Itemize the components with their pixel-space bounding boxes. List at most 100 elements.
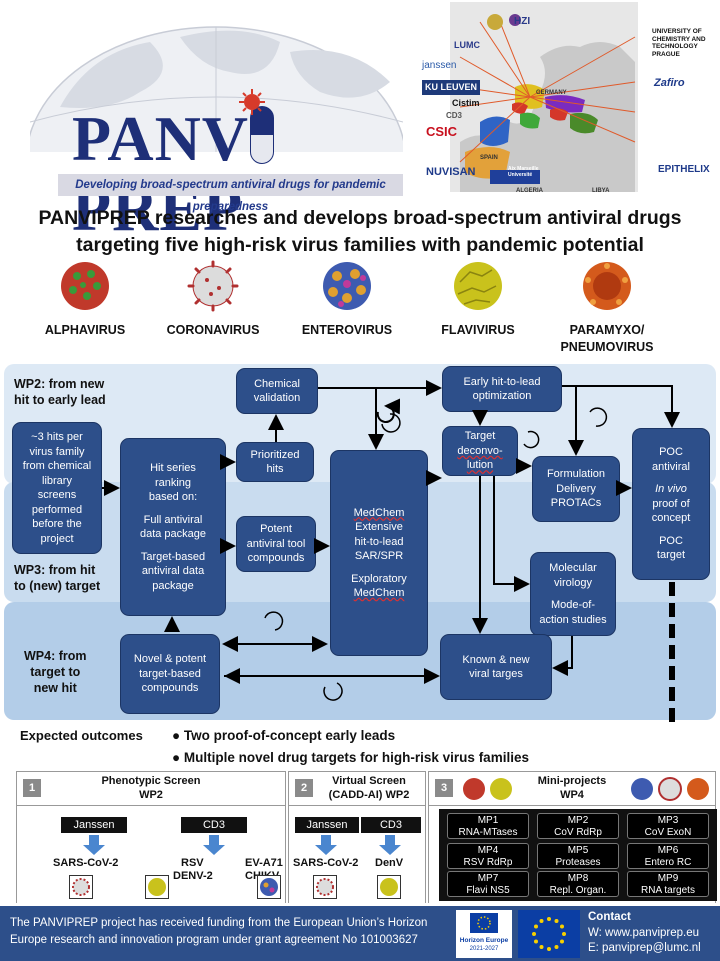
box-line: In vivo — [655, 483, 687, 496]
tag-cd3: CD3 — [181, 817, 247, 833]
panel-header: 1 Phenotypic Screen WP2 — [17, 772, 285, 806]
virus-icon — [239, 89, 265, 115]
box-line: Target-based — [140, 550, 206, 563]
box-line: project — [40, 532, 74, 545]
box-line: library — [42, 474, 72, 487]
partner-ku-leuven: KU LEUVEN — [422, 80, 481, 95]
capsule-icon — [250, 106, 274, 164]
enterovirus-thumb — [257, 875, 281, 899]
virus-label: ALPHAVIRUS — [44, 323, 126, 337]
box-line: SAR/SPR — [354, 550, 404, 562]
wp2-line2: hit to early lead — [14, 393, 106, 407]
footer: The PANVIPREP project has received fundi… — [0, 906, 720, 961]
alphavirus-icon — [61, 262, 109, 310]
down-arrows — [83, 835, 225, 855]
eu-stars-icon — [532, 917, 566, 951]
eu-star-icon — [560, 939, 564, 944]
box-line: hits — [266, 463, 284, 475]
down-arrows — [315, 835, 401, 855]
box-line: POC — [659, 534, 683, 547]
mini-project-id: MP8 — [567, 873, 589, 884]
box-line: screens — [37, 489, 77, 501]
outcomes-label: Expected outcomes — [20, 728, 143, 743]
mini-project-name: RNA-MTases — [458, 826, 518, 838]
tag-janssen: Janssen — [295, 817, 359, 833]
eu-star-icon — [560, 924, 564, 929]
outcome-text: Multiple novel drug targets for high-ris… — [183, 750, 529, 765]
mini-project-name: Flavi NS5 — [466, 884, 510, 896]
logo-tagline: Developing broad-spectrum antiviral drug… — [58, 174, 403, 213]
box-line: optimization — [472, 390, 532, 402]
panel-header: 2 Virtual Screen (CADD-AI) WP2 — [289, 772, 425, 806]
panel-phenotypic-screen: 1 Phenotypic Screen WP2 Janssen CD3 SARS… — [16, 771, 286, 903]
mini-project-name: Proteases — [555, 856, 601, 868]
panel-virtual-screen: 2 Virtual Screen (CADD-AI) WP2 Janssen C… — [288, 771, 426, 903]
box-line: Prioritized — [250, 448, 300, 461]
europe-map — [450, 2, 638, 192]
panel-title: Mini-projects WP4 — [429, 774, 715, 802]
workflow-diagram: WP2: from new hit to early lead WP3: fro… — [0, 362, 720, 722]
virus-label: FLAVIVIRUS — [441, 323, 515, 337]
globe-graphic — [30, 26, 403, 152]
panel-header: 3 Mini-projects WP4 — [429, 772, 715, 806]
contact-email-link[interactable]: E: panviprep@lumc.nl — [588, 942, 701, 954]
eu-star-icon — [554, 919, 559, 923]
contact-web-link[interactable]: W: www.panviprep.eu — [588, 926, 700, 939]
map-label-spain: SPAIN — [480, 155, 498, 161]
horizon-europe-logo: Horizon Europe 2021-2027 — [456, 910, 512, 958]
box-line: Molecular — [549, 562, 597, 574]
panel-title: Phenotypic Screen WP2 — [17, 774, 285, 802]
panel-body: Janssen CD3 SARS-CoV-2 DenV — [289, 807, 425, 903]
box-line: Delivery — [556, 482, 596, 495]
eu-star-icon — [534, 939, 538, 944]
flavivirus-thumb — [145, 875, 169, 899]
eu-star-icon — [547, 947, 551, 951]
header: PANVPREP Developing broad-spectrum antiv… — [0, 0, 720, 244]
partner-hzi: HZI — [514, 16, 531, 27]
eu-star-icon — [554, 945, 559, 949]
coronavirus-thumb — [69, 875, 93, 899]
virus-denv-2: DENV-2 — [173, 870, 213, 882]
logo-wordmark: PANVPREP — [72, 104, 392, 244]
box-prioritized-hits: Prioritized hits — [236, 442, 314, 482]
partner-janssen: janssen — [422, 60, 457, 71]
mini-project-name: RSV RdRp — [463, 856, 513, 868]
box-line: from chemical — [22, 460, 92, 472]
wp4-label: WP4: from target to new hit — [24, 648, 87, 696]
box-line: Extensive — [355, 521, 403, 533]
outcome-item: ● Two proof-of-concept early leads — [172, 728, 396, 743]
box-line: package — [152, 579, 194, 592]
mini-project-id: MP9 — [657, 873, 679, 884]
box-line: before the — [32, 518, 82, 530]
virus-label-2: PNEUMOVIRUS — [560, 340, 654, 354]
box-line: antiviral data — [141, 565, 205, 577]
virus-label: CORONAVIRUS — [166, 323, 260, 337]
box-line: Chemical — [254, 377, 300, 390]
mini-project-name: CoV RdRp — [554, 826, 602, 838]
wp3-line1: WP3: from hit — [14, 563, 96, 577]
mini-project-name: Entero RC — [644, 856, 692, 868]
panel-title-line2: (CADD-AI) WP2 — [328, 789, 410, 801]
box-line: Novel & potent — [133, 653, 207, 666]
mini-virus-icons-left — [463, 778, 512, 800]
box-line: validation — [253, 392, 301, 404]
partner-csic: CSIC — [426, 124, 458, 139]
box-line: PROTACs — [550, 497, 602, 510]
panel-title: Virtual Screen (CADD-AI) WP2 — [301, 774, 437, 802]
virus-label: ENTEROVIRUS — [301, 323, 393, 337]
mini-project-id: MP4 — [477, 845, 499, 856]
wp2-line1: WP2: from new — [14, 377, 105, 391]
box-chemical-validation: Chemical validation — [236, 368, 318, 414]
